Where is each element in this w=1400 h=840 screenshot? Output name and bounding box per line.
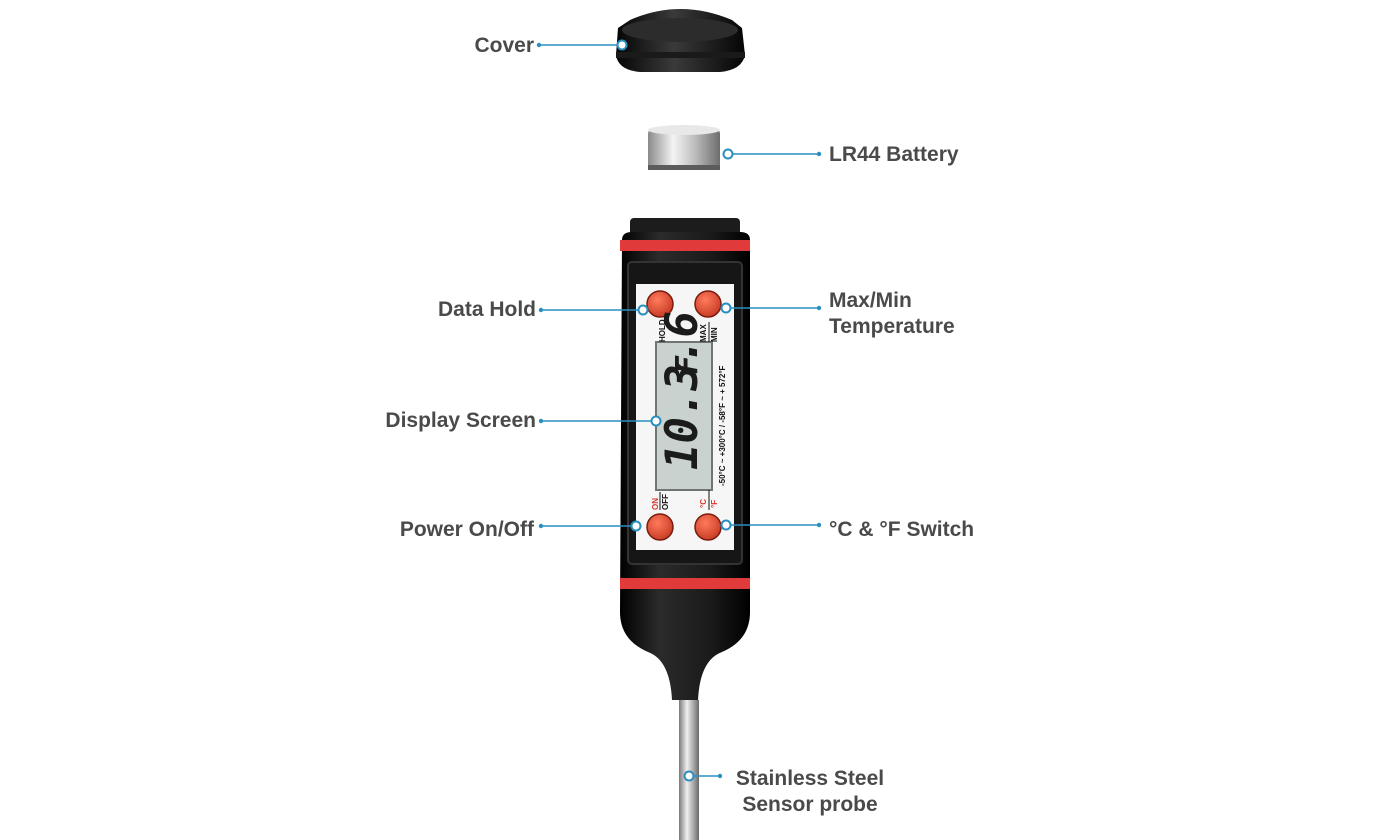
hold-label: HOLD (658, 319, 667, 342)
min-label: MIN (710, 327, 719, 342)
lcd-reading: 10.3.6 (657, 311, 708, 470)
battery-label: LR44 Battery (829, 143, 959, 166)
max-min-button[interactable] (694, 290, 722, 318)
data-hold-label: Data Hold (437, 298, 536, 321)
power-button[interactable] (646, 513, 674, 541)
leader-lines (539, 44, 819, 777)
display-screen-label: Display Screen (385, 409, 536, 432)
thermometer-body (620, 218, 750, 700)
battery (648, 125, 720, 170)
unit-switch-label: °C & °F Switch (829, 518, 975, 541)
leader-ends (616, 39, 734, 782)
lcd-unit: F (670, 355, 705, 374)
max-min-label-line2: Temperature (829, 315, 955, 338)
range-text: -50°C ~ +300°C / -58°F ~ + 572°F (718, 365, 727, 486)
unit-switch-button[interactable] (694, 513, 722, 541)
on-label: ON (651, 498, 660, 510)
probe-label: Stainless Steel Sensor probe (722, 766, 898, 818)
max-min-label-line1: Max/Min (829, 289, 912, 312)
power-label: Power On/Off (399, 518, 534, 541)
f-label: °F (710, 500, 719, 508)
cover-label: Cover (474, 34, 534, 57)
c-label: °C (699, 499, 708, 508)
cover-cap (616, 9, 745, 72)
degree-symbol (674, 363, 682, 371)
probe-label-line2: Sensor probe (742, 793, 878, 816)
max-label: MAX (699, 324, 708, 342)
max-min-label: Max/Min Temperature (829, 288, 955, 340)
off-label: OFF (661, 494, 670, 510)
probe-label-line1: Stainless Steel (735, 767, 885, 790)
data-hold-button[interactable] (646, 290, 674, 318)
leader-dots (536, 42, 822, 779)
sensor-probe (679, 700, 699, 840)
